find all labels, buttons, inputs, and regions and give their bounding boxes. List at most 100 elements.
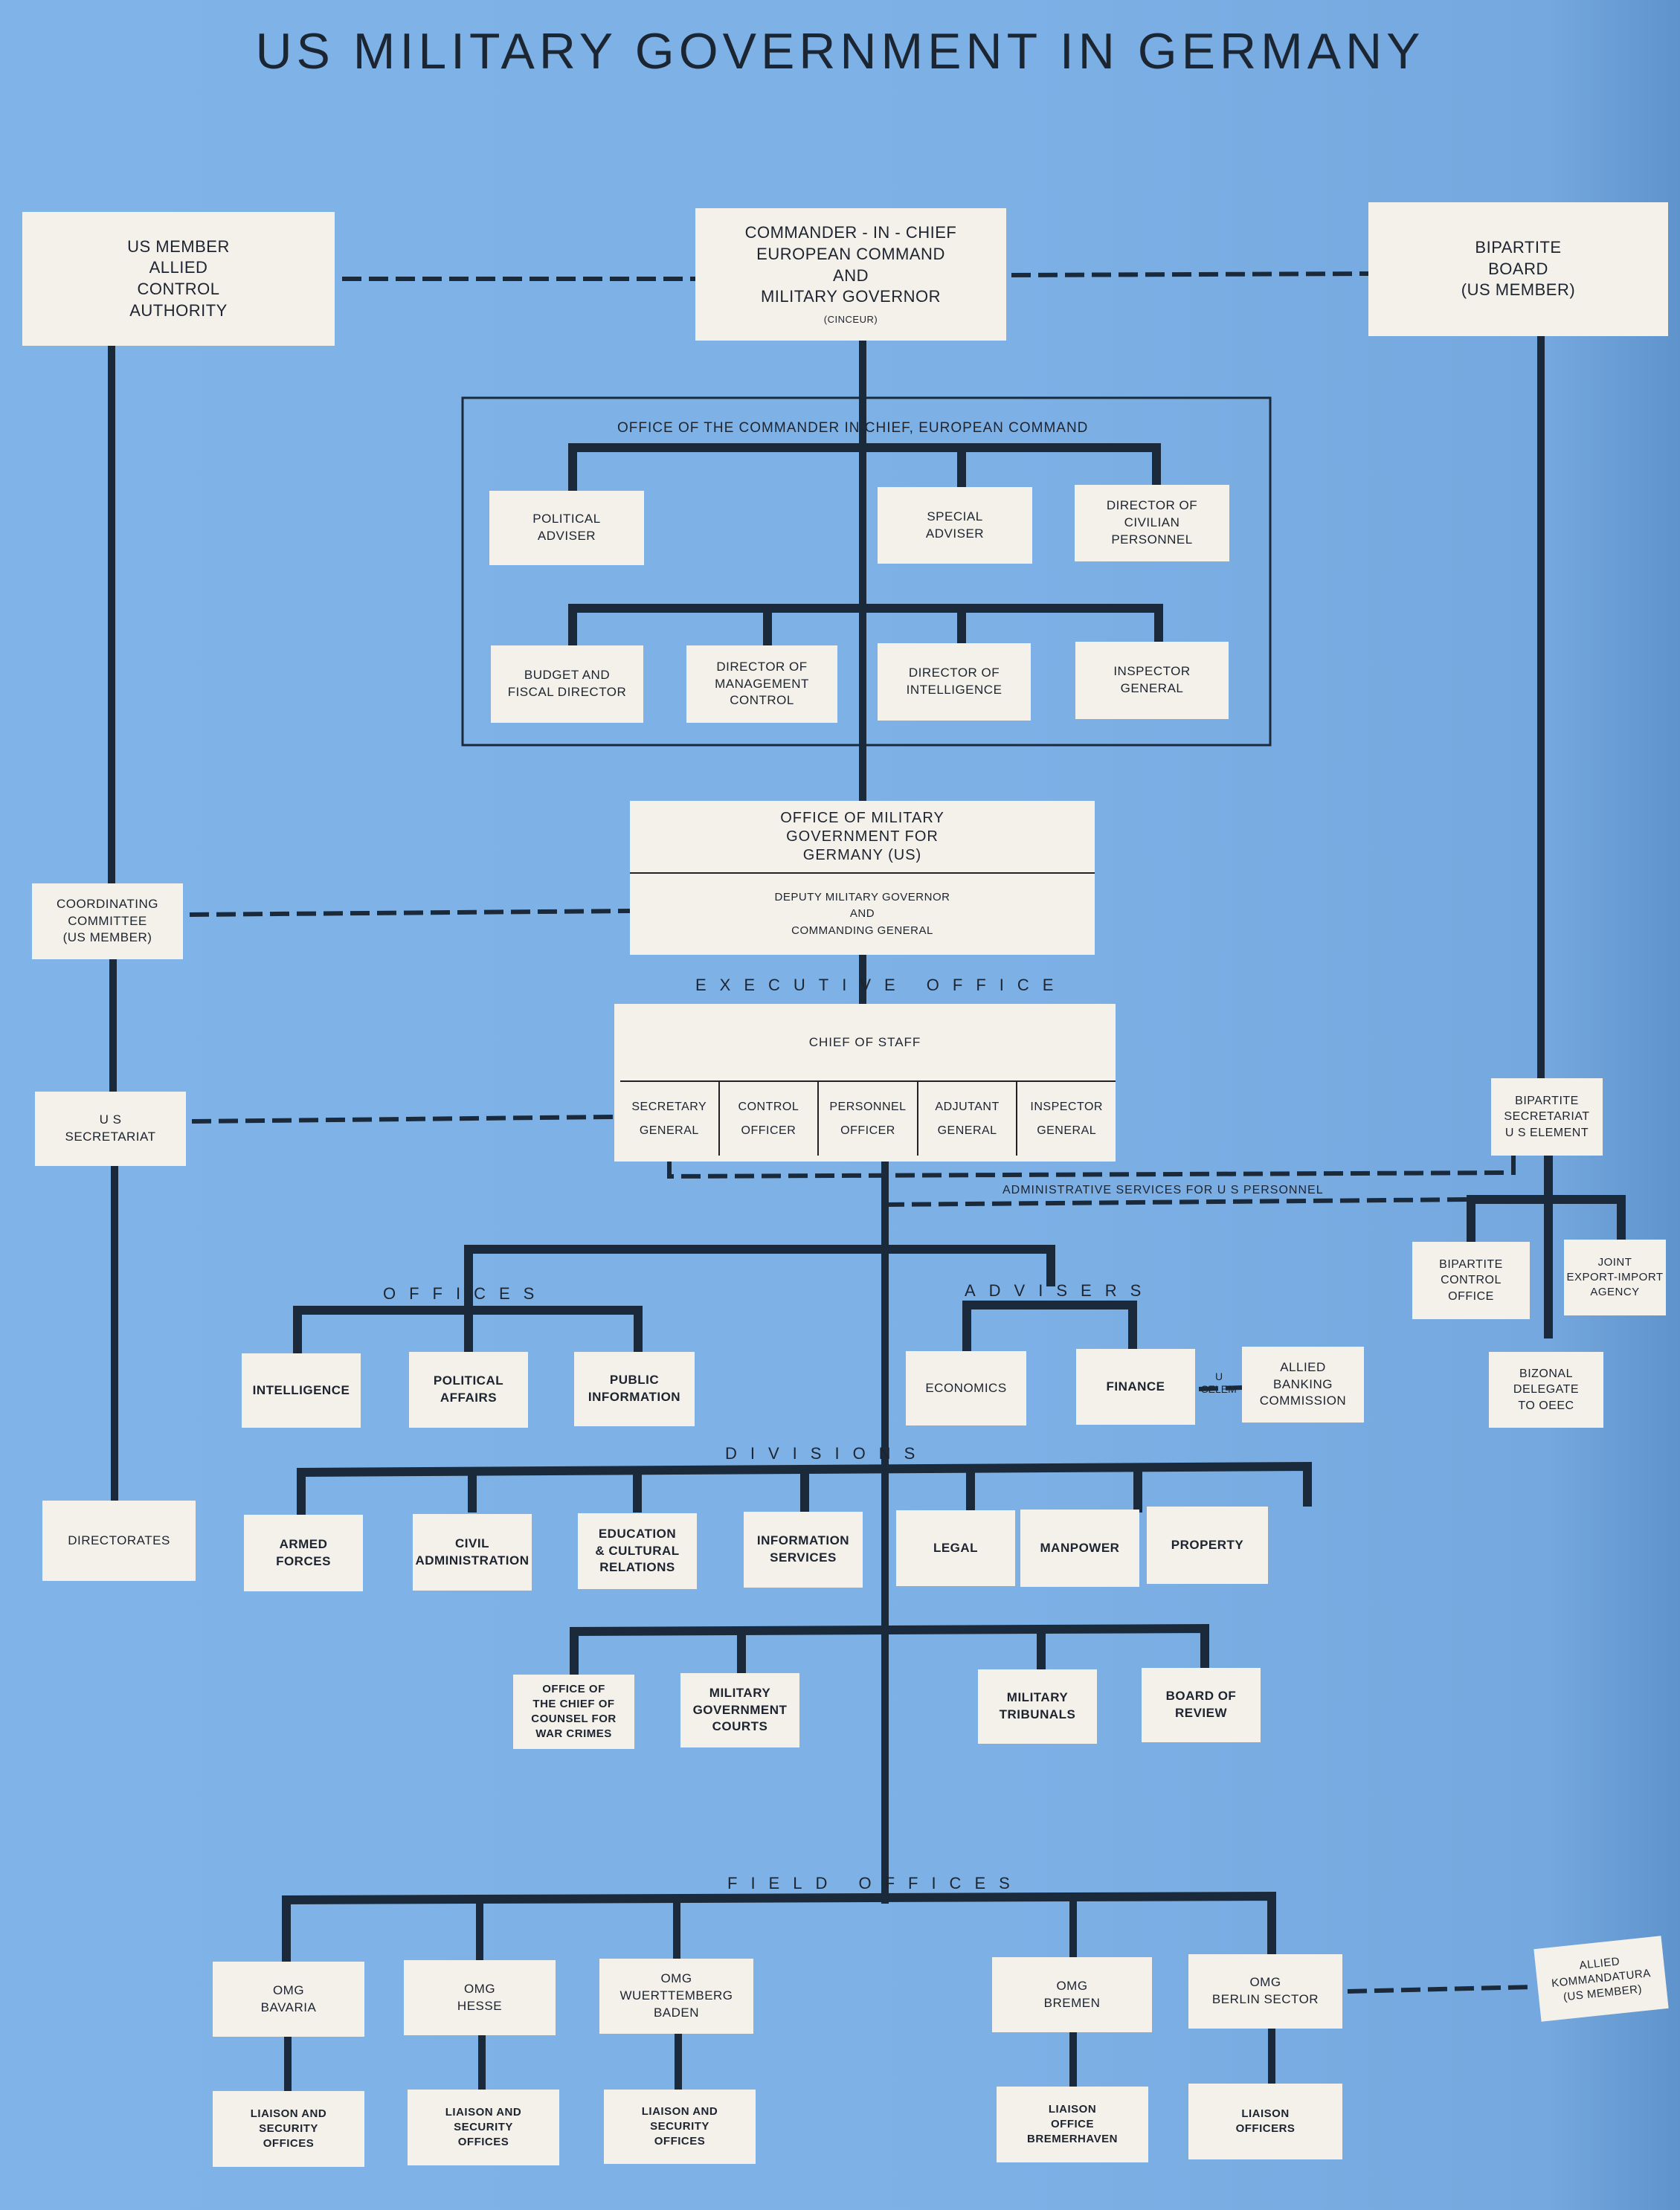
adviser-finance[interactable]: FINANCE (1076, 1349, 1195, 1425)
text-line: GENERAL (1120, 681, 1184, 695)
text-line: RELATIONS (599, 1560, 675, 1575)
division-manpower[interactable]: MANPOWER (1020, 1510, 1139, 1587)
advisers-label: ADVISERS (965, 1281, 1155, 1300)
division-property[interactable]: PROPERTY (1147, 1507, 1268, 1584)
text-line: SECRETARIAT (1504, 1110, 1590, 1124)
text-line: COORDINATING (57, 896, 158, 911)
text-line: GENERAL (1037, 1124, 1097, 1137)
text-line: DEPUTY MILITARY GOVERNOR (774, 890, 950, 903)
text-line: OFFICE OF MILITARY (780, 809, 944, 826)
text-line: OMG (463, 1981, 496, 1996)
text-line: OFFICES (654, 2135, 706, 2148)
office-intelligence[interactable]: INTELLIGENCE (242, 1353, 361, 1428)
text-line: POLITICAL (532, 512, 601, 526)
text-line: AND (849, 907, 875, 921)
text-line: LIAISON AND (641, 2104, 718, 2118)
text-line: OFFICER (741, 1124, 796, 1137)
text-line: LIAISON (1048, 2102, 1097, 2116)
text-line: OMG (660, 1971, 692, 1986)
text-line: HESSE (457, 1998, 503, 2013)
text-line: ALLIED (1280, 1359, 1326, 1374)
text-line: OFFICER (840, 1124, 895, 1137)
adviser-economics[interactable]: ECONOMICS (906, 1351, 1026, 1425)
chief-of-staff: CHIEF OF STAFF (808, 1035, 921, 1050)
text-line: OFFICES (263, 2137, 315, 2151)
text-line: MILITARY GOVERNOR (760, 287, 941, 306)
text-line: JOINT (1597, 1255, 1632, 1269)
text-line: CONTROL (730, 693, 794, 708)
text-line: SECRETARIAT (65, 1130, 156, 1144)
text-line: BADEN (653, 2005, 700, 2020)
text-line: GENERAL (639, 1124, 699, 1137)
text-line: SECURITY (259, 2122, 318, 2135)
dash-cinceur-bipartite (1011, 271, 1369, 277)
right-bracket (1467, 1195, 1626, 1242)
directorates[interactable]: DIRECTORATES (42, 1501, 196, 1581)
text-line: MILITARY (1006, 1690, 1069, 1705)
text-line: MANAGEMENT (715, 676, 809, 691)
text-line: GENERAL (937, 1124, 997, 1137)
omg-berlin-sector[interactable]: OMG BERLIN SECTOR (1188, 1954, 1342, 2029)
text-line: INTELLIGENCE (906, 683, 1002, 697)
text-line: TO OEEC (1518, 1399, 1574, 1412)
text-line: LIAISON AND (445, 2105, 522, 2119)
text-line: BERLIN SECTOR (1211, 1992, 1319, 2006)
text-line: CONTROL (137, 280, 220, 298)
text-line: GOVERNMENT FOR (786, 828, 939, 845)
text-line: AFFAIRS (440, 1391, 498, 1405)
text-line: ADVISER (537, 529, 596, 543)
political-adviser[interactable]: POLITICAL ADVISER (489, 491, 644, 565)
text-line: CIVIL (455, 1536, 489, 1550)
omg-hesse[interactable]: OMG HESSE (404, 1960, 556, 2035)
dash-admin-upper (667, 1156, 1516, 1179)
division-legal[interactable]: LEGAL (896, 1510, 1015, 1586)
text-line: OMG (1249, 1975, 1281, 1990)
text-line: AUTHORITY (129, 300, 228, 320)
